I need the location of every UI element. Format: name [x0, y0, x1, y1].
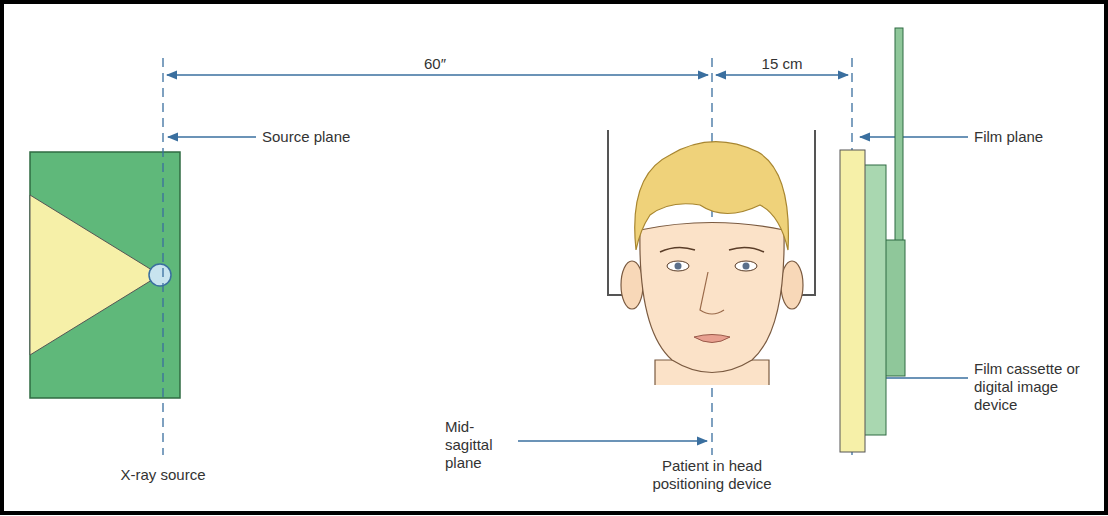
device-label: Film cassette or digital image device	[974, 360, 1099, 414]
patient-label: Patient in head positioning device	[637, 457, 787, 493]
plane-label: Source plane	[262, 128, 350, 146]
dimension-label: 60″	[420, 55, 450, 73]
dimension-label: 15 cm	[758, 55, 807, 73]
plane-label: Film plane	[974, 128, 1043, 146]
plane-label: Mid-sagittal plane	[445, 418, 515, 472]
source-label: X-ray source	[120, 466, 205, 484]
